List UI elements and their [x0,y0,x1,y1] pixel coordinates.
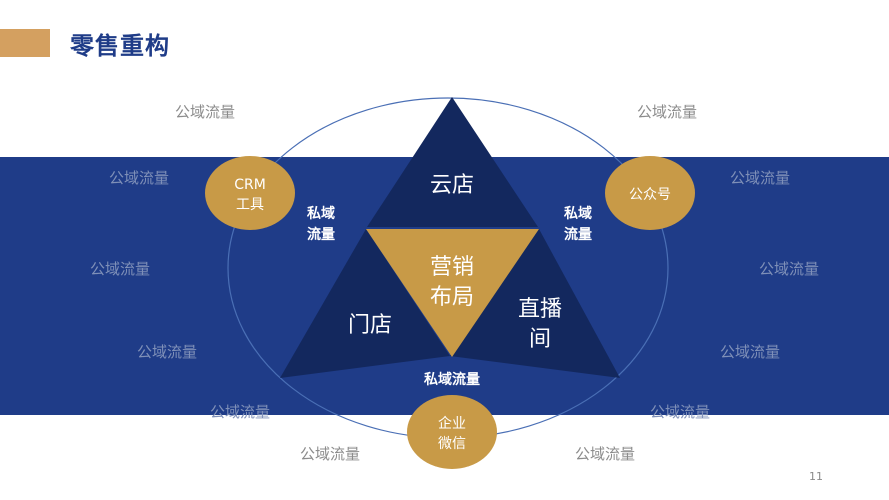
public-traffic-label: 公域流量 [730,169,790,187]
private-traffic-bottom: 私域流量 [424,371,480,388]
top-triangle [367,97,538,227]
public-traffic-label: 公域流量 [720,343,780,361]
private-traffic-left-line2: 流量 [307,226,335,243]
public-traffic-label: 公域流量 [575,445,635,463]
public-traffic-label: 公域流量 [210,403,270,421]
right-triangle [450,229,620,378]
triangle-right-label-line2: 间 [529,327,551,352]
triangle-right-label-line1: 直播 [518,297,562,322]
page-title: 零售重构 [70,32,170,60]
triangle-top-label: 云店 [430,173,474,198]
private-traffic-right-line2: 流量 [564,226,592,243]
public-traffic-label: 公域流量 [175,103,235,121]
crm-circle [205,156,295,230]
public-traffic-label: 公域流量 [109,169,169,187]
public-traffic-label: 公域流量 [90,260,150,278]
crm-circle-label-line1: CRM [234,177,266,193]
public-traffic-label: 公域流量 [300,445,360,463]
enterprise-wechat-circle-label-line2: 微信 [438,436,466,452]
triangle-left-label: 门店 [348,313,392,338]
public-traffic-label: 公域流量 [637,103,697,121]
public-traffic-label: 公域流量 [759,260,819,278]
triangle-center-label-line2: 布局 [430,285,474,310]
official-account-circle [605,156,695,230]
enterprise-wechat-circle [407,395,497,469]
private-traffic-left-line1: 私域 [307,205,335,222]
enterprise-wechat-circle-label-line1: 企业 [438,415,466,432]
public-traffic-label: 公域流量 [137,343,197,361]
title-accent-bar [0,29,50,57]
center-triangle [366,229,539,357]
public-traffic-label: 公域流量 [650,403,710,421]
triangle-center-label-line1: 营销 [430,255,474,280]
crm-circle-label-line2: 工具 [236,197,264,213]
official-account-circle-label: 公众号 [629,187,671,203]
left-triangle [280,229,450,378]
private-traffic-right-line1: 私域 [564,205,592,222]
page-number: 11 [809,470,823,483]
